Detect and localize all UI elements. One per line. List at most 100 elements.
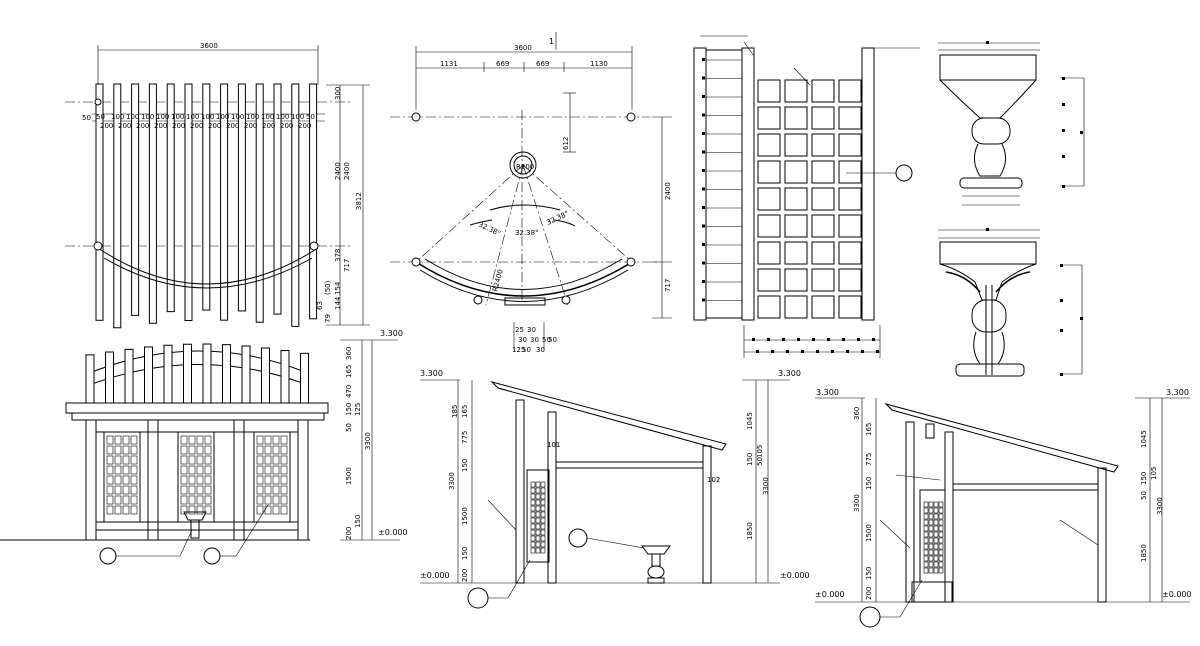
front-window-cell (264, 435, 272, 445)
lattice-cell (757, 133, 781, 157)
side2-window (923, 501, 944, 574)
lattice-cell (757, 241, 781, 265)
front-window-cell (196, 505, 204, 515)
tick-mark (752, 338, 755, 341)
side1-window-cell (530, 535, 536, 542)
front-dim-7: 3300 (364, 432, 372, 450)
side1-window-cell (540, 517, 546, 524)
lattice-cell (838, 187, 862, 211)
side2-window-cell (933, 549, 939, 556)
front-slat (280, 350, 290, 404)
front-window-cell (106, 435, 114, 445)
side1-window-cell (535, 511, 541, 518)
front-slat (163, 344, 173, 404)
lattice-cell (784, 295, 808, 319)
tick-mark (786, 350, 789, 353)
front-window-cell (122, 455, 130, 465)
fan-seg-1: 669 (496, 60, 509, 68)
plan-left-dim-5: 717 (343, 259, 351, 272)
side2-window-cell (938, 507, 944, 514)
side2-window-cell (938, 549, 944, 556)
front-window-cell (180, 455, 188, 465)
front-window-cell (280, 495, 288, 505)
grid-columns (95, 83, 318, 329)
side2-window-cell (928, 567, 934, 574)
side1-window-cell (535, 523, 541, 530)
side2-window-cell (928, 525, 934, 532)
front-window-cell (188, 505, 196, 515)
side1-window (530, 481, 546, 554)
plan-column (131, 83, 140, 316)
lattice-cell (757, 106, 781, 130)
front-window-cell (272, 475, 280, 485)
side1-window-cell (540, 547, 546, 554)
slat-ticks (702, 58, 742, 302)
side1-window-cell (530, 547, 536, 554)
section-mark: 1 (549, 37, 554, 46)
front-window-cell (130, 455, 138, 465)
tick-mark (831, 350, 834, 353)
lattice-cell (757, 295, 781, 319)
side2-window-cell (938, 555, 944, 562)
lattice-cell (838, 106, 862, 130)
side2-window-cell (938, 561, 944, 568)
front-dim-0: 360 (345, 347, 353, 360)
fan-seg-2: 669 (536, 60, 549, 68)
front-window-cell (272, 485, 280, 495)
slat-marker (702, 169, 705, 172)
front-slat (241, 345, 251, 404)
front-window-cell (106, 465, 114, 475)
plan-spacing-bottom: 200 (154, 122, 167, 130)
front-window-cell (264, 505, 272, 515)
plan-spacing-top: 100 (111, 113, 124, 121)
side2-window-cell (923, 531, 929, 538)
side1-dim-r0: 1045 (746, 412, 754, 430)
lattice-cell (811, 79, 835, 103)
lattice-cell (811, 106, 835, 130)
lattice-cell (838, 214, 862, 238)
tick-mark (782, 338, 785, 341)
lattice-cell (784, 133, 808, 157)
front-slat (261, 347, 270, 404)
front-slat (144, 346, 153, 404)
fan-angle-2: 32.38° (545, 210, 570, 227)
side2-window-cell (928, 513, 934, 520)
tick-mark (842, 338, 845, 341)
side2-dim-r0: 1045 (1140, 430, 1148, 448)
side2-window-cell (928, 561, 934, 568)
plan-spacing-bottom: 200 (136, 122, 149, 130)
front-window-cell (196, 475, 204, 485)
front-window-cell (180, 445, 188, 455)
front-window-cell (196, 455, 204, 465)
front-window-cell (272, 445, 280, 455)
front-dim-4: 125 (354, 403, 362, 416)
tick-mark (861, 350, 864, 353)
side2-window-cell (923, 501, 929, 508)
front-window-cell (280, 465, 288, 475)
side1-dim-l2: 775 (461, 431, 469, 444)
lattice-cell (784, 160, 808, 184)
slat-marker (702, 58, 705, 61)
front-window-cell (256, 445, 264, 455)
tick-mark (1060, 299, 1063, 302)
lattice-cell (838, 295, 862, 319)
plan-left-dim-1: 2400 (334, 162, 342, 180)
front-window-cell (106, 485, 114, 495)
tick-mark (801, 350, 804, 353)
lattice-cell (784, 214, 808, 238)
slat-marker (702, 243, 705, 246)
tick-mark (846, 350, 849, 353)
front-window-cell (272, 495, 280, 505)
side1-window-cell (530, 511, 536, 518)
front-level-zero: ±0.000 (378, 528, 408, 537)
side2-level-zero-left: ±0.000 (815, 590, 845, 599)
front-window-cell (114, 455, 122, 465)
side1-window-cell (540, 541, 546, 548)
front-window-cell (204, 475, 212, 485)
side1-tag-b: 102 (707, 476, 720, 484)
tick-mark (872, 338, 875, 341)
plan-left-dim-2: 2400 (343, 162, 351, 180)
side1-dim-l6: 150 (461, 547, 469, 560)
side1-window-cell (540, 481, 546, 488)
side2-window-cell (923, 543, 929, 550)
